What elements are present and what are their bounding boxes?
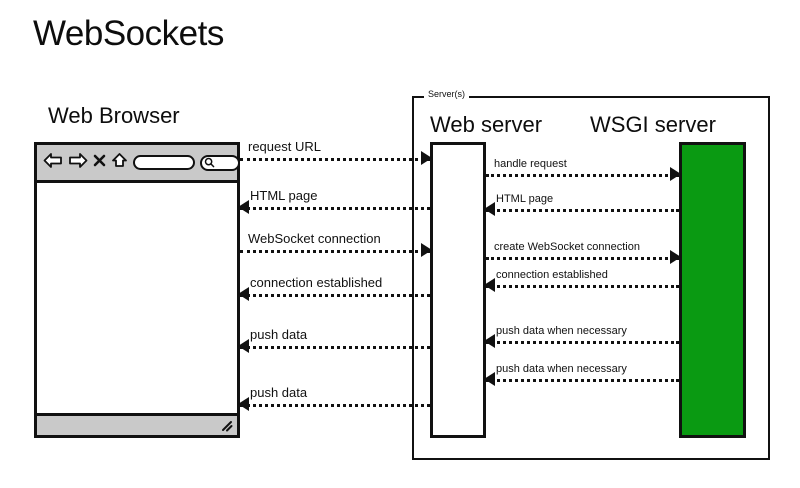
- message-line: [240, 158, 430, 161]
- arrow-right-icon: [670, 250, 681, 264]
- message-label: connection established: [250, 275, 383, 290]
- wsgi-server-lifeline-box: [679, 142, 746, 438]
- message-label: HTML page: [496, 193, 554, 205]
- arrow-left-icon: [238, 339, 249, 353]
- arrow-right-icon: [421, 151, 432, 165]
- magnifier-icon: [204, 157, 215, 168]
- servers-group-box: [412, 96, 770, 460]
- message-label: handle request: [494, 158, 567, 170]
- arrow-right-icon: [670, 167, 681, 181]
- message-line: [486, 341, 679, 344]
- servers-group-label: Server(s): [424, 89, 470, 99]
- message-line: [240, 207, 430, 210]
- browser-viewport: [37, 183, 237, 413]
- message-label: connection established: [496, 269, 608, 281]
- message-line: [240, 404, 430, 407]
- stop-x-icon[interactable]: [93, 153, 106, 173]
- message-label: push data when necessary: [496, 363, 627, 375]
- browser-toolbar: [37, 145, 240, 183]
- message-label: request URL: [248, 139, 321, 154]
- arrow-left-icon: [484, 334, 495, 348]
- wsgi-column-heading: WSGI server: [590, 112, 716, 137]
- arrow-left-icon: [484, 372, 495, 386]
- message-label: HTML page: [250, 188, 318, 203]
- message-line: [486, 209, 679, 212]
- browser-status-bar: [37, 413, 237, 435]
- arrow-left-icon: [484, 278, 495, 292]
- resize-grip-icon[interactable]: [221, 420, 233, 432]
- forward-arrow-icon[interactable]: [68, 152, 88, 174]
- browser-column-heading: Web Browser: [48, 103, 180, 128]
- message-line: [486, 379, 679, 382]
- back-arrow-icon[interactable]: [43, 152, 63, 174]
- page-title: WebSockets: [33, 14, 224, 53]
- message-line: [240, 250, 430, 253]
- message-label: create WebSocket connection: [494, 241, 640, 253]
- arrow-left-icon: [238, 287, 249, 301]
- arrow-left-icon: [484, 202, 495, 216]
- arrow-right-icon: [421, 243, 432, 257]
- message-line: [486, 285, 679, 288]
- message-line: [486, 257, 679, 260]
- arrow-left-icon: [238, 200, 249, 214]
- search-input[interactable]: [200, 154, 240, 171]
- message-line: [240, 294, 430, 297]
- message-label: push data when necessary: [496, 325, 627, 337]
- message-label: push data: [250, 385, 308, 400]
- browser-window: [34, 142, 240, 438]
- webserver-column-heading: Web server: [430, 112, 543, 137]
- home-icon[interactable]: [111, 152, 128, 174]
- message-label: push data: [250, 327, 308, 342]
- arrow-left-icon: [238, 397, 249, 411]
- message-line: [486, 174, 679, 177]
- webserver-lifeline-box: [430, 142, 486, 438]
- url-input[interactable]: [133, 155, 195, 170]
- message-line: [240, 346, 430, 349]
- message-label: WebSocket connection: [248, 231, 381, 246]
